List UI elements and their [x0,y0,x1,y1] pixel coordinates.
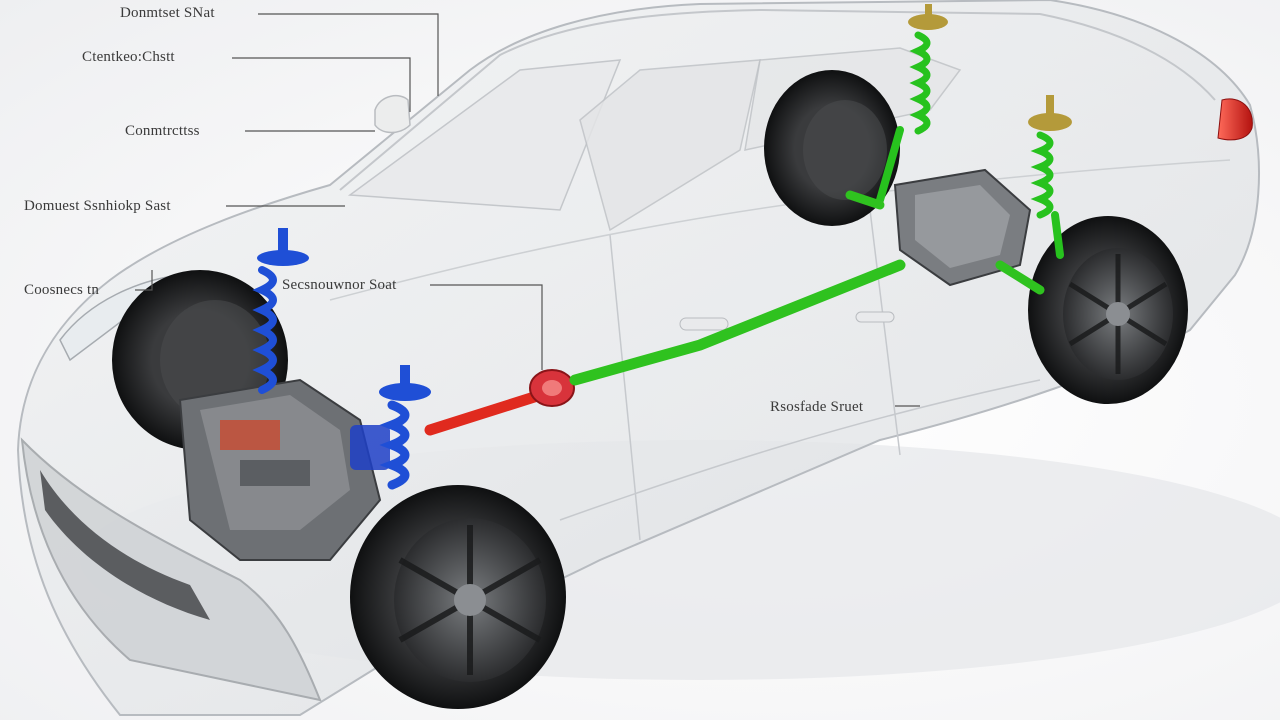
rear-driveshaft [569,259,906,386]
front-suspension-left [252,228,309,394]
center-bearing-joint [529,369,575,407]
leader-line-5 [135,270,153,291]
engine-block [178,378,390,561]
roof-line [339,8,1216,191]
side-mirror [374,94,411,134]
callout-label-5: Coosnecs tn [24,282,100,298]
door-handle-front [679,317,729,331]
callout-label-2: Ctentkeo:Chstt [82,49,175,65]
front-bumper [20,437,322,702]
leader-lines [135,13,920,407]
callout-label-6: Secsnouwnor Soat [282,277,397,293]
rear-right-wheel [1028,216,1188,404]
leader-line-6 [430,284,543,370]
belt-line [329,159,1231,301]
callout-label-4: Domuest Ssnhiokp Sast [24,198,171,214]
rear-suspension-right [1028,95,1072,259]
callout-label-1: Donmtset SNat [120,5,215,21]
windshield [347,59,622,211]
rear-suspension-left [876,4,948,204]
front-driveshaft [424,386,556,436]
front-right-wheel [350,485,566,709]
rear-differential [893,168,1032,287]
sill-line [559,379,1041,521]
leader-line-1 [258,13,439,96]
leader-line-2 [232,57,411,112]
door-seam-front [609,234,641,541]
rear-axle-right [995,260,1045,295]
rear-axle-left [845,190,885,210]
front-suspension-right [379,365,431,490]
front-grille [40,470,210,620]
front-door-window [579,59,761,232]
callout-label-3: Conmtrcttss [125,123,200,139]
rear-left-wheel [764,70,900,226]
tail-light [1217,98,1253,141]
door-handle-rear [855,311,895,323]
callout-label-7: Rsosfade Sruet [770,399,864,415]
